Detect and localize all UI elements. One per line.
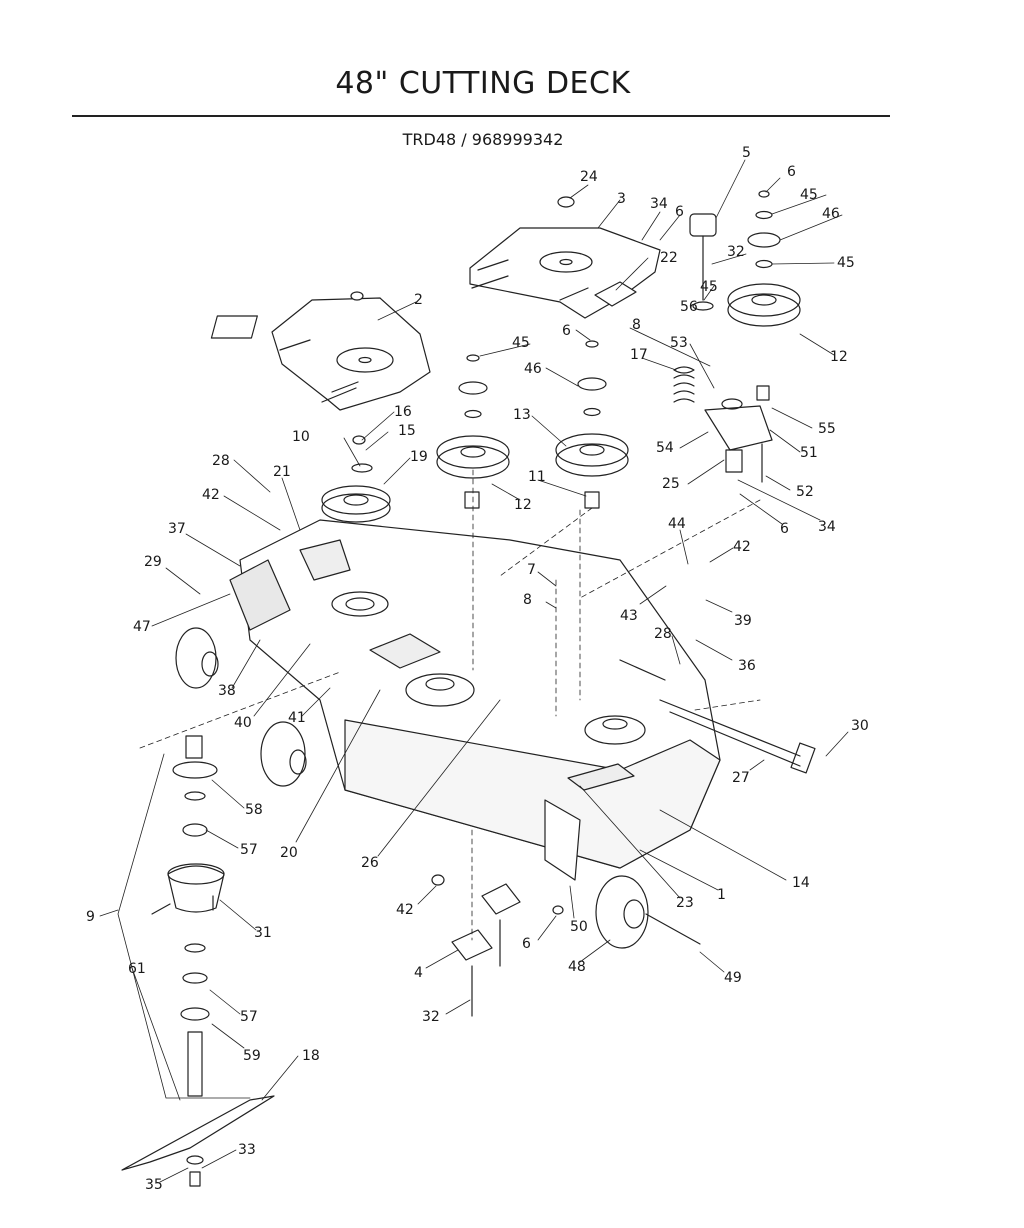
callout-10: 10 bbox=[292, 429, 310, 445]
callout-49: 49 bbox=[724, 970, 742, 986]
rear-wheel bbox=[595, 875, 701, 949]
front-wheel-mid bbox=[260, 721, 307, 787]
spindle-assembly bbox=[121, 735, 275, 1187]
alignment-lines bbox=[139, 469, 761, 941]
callout-6: 6 bbox=[675, 204, 684, 220]
callout-8: 8 bbox=[632, 317, 641, 333]
belt-cover-left bbox=[210, 291, 431, 411]
callout-48: 48 bbox=[568, 959, 586, 975]
belt-cover-right bbox=[469, 227, 661, 319]
callout-12: 12 bbox=[514, 497, 532, 513]
callout-35: 35 bbox=[145, 1177, 163, 1193]
callout-12: 12 bbox=[830, 349, 848, 365]
callout-32: 32 bbox=[727, 244, 745, 260]
callout-6: 6 bbox=[787, 164, 796, 180]
knob bbox=[557, 196, 575, 208]
callout-45: 45 bbox=[512, 335, 530, 351]
callout-17: 17 bbox=[630, 347, 648, 363]
callout-37: 37 bbox=[168, 521, 186, 537]
callout-44: 44 bbox=[668, 516, 686, 532]
callout-34: 34 bbox=[650, 196, 668, 212]
pulley-stack-center-right bbox=[555, 340, 629, 509]
callout-8: 8 bbox=[523, 592, 532, 608]
pulley-stack-center-left bbox=[436, 354, 510, 509]
callout-2: 2 bbox=[414, 292, 423, 308]
callout-32: 32 bbox=[422, 1009, 440, 1025]
callout-27: 27 bbox=[732, 770, 750, 786]
callout-11: 11 bbox=[528, 469, 546, 485]
callout-18: 18 bbox=[302, 1048, 320, 1064]
idler-assembly-right bbox=[673, 190, 801, 483]
pulley-left bbox=[321, 435, 391, 523]
model-number: TRD48 / 968999342 bbox=[402, 130, 564, 149]
callout-45: 45 bbox=[837, 255, 855, 271]
callout-50: 50 bbox=[570, 919, 588, 935]
callout-3: 3 bbox=[617, 191, 626, 207]
callout-26: 26 bbox=[361, 855, 379, 871]
callout-31: 31 bbox=[254, 925, 272, 941]
callout-29: 29 bbox=[144, 554, 162, 570]
callout-6: 6 bbox=[562, 323, 571, 339]
callout-30: 30 bbox=[851, 718, 869, 734]
callout-46: 46 bbox=[822, 206, 840, 222]
callout-43: 43 bbox=[620, 608, 638, 624]
callout-57: 57 bbox=[240, 1009, 258, 1025]
callout-42: 42 bbox=[396, 902, 414, 918]
title-divider bbox=[72, 115, 890, 117]
callout-22: 22 bbox=[660, 250, 678, 266]
callout-7: 7 bbox=[527, 562, 536, 578]
callout-34: 34 bbox=[818, 519, 836, 535]
callout-54: 54 bbox=[656, 440, 674, 456]
callout-45: 45 bbox=[700, 279, 718, 295]
callout-58: 58 bbox=[245, 802, 263, 818]
callout-59: 59 bbox=[243, 1048, 261, 1064]
callout-56: 56 bbox=[680, 299, 698, 315]
callout-15: 15 bbox=[398, 423, 416, 439]
callout-55: 55 bbox=[818, 421, 836, 437]
callout-6: 6 bbox=[522, 936, 531, 952]
callout-19: 19 bbox=[410, 449, 428, 465]
callout-40: 40 bbox=[234, 715, 252, 731]
callout-33: 33 bbox=[238, 1142, 256, 1158]
callout-5: 5 bbox=[742, 145, 751, 161]
callout-53: 53 bbox=[670, 335, 688, 351]
callout-13: 13 bbox=[513, 407, 531, 423]
callout-4: 4 bbox=[414, 965, 423, 981]
callout-23: 23 bbox=[676, 895, 694, 911]
callout-42: 42 bbox=[202, 487, 220, 503]
page-title: 48" CUTTING DECK bbox=[335, 66, 631, 101]
callout-38: 38 bbox=[218, 683, 236, 699]
callout-21: 21 bbox=[273, 464, 291, 480]
callout-52: 52 bbox=[796, 484, 814, 500]
callout-16: 16 bbox=[394, 404, 412, 420]
callout-36: 36 bbox=[738, 658, 756, 674]
callout-9: 9 bbox=[86, 909, 95, 925]
callout-20: 20 bbox=[280, 845, 298, 861]
callout-28: 28 bbox=[654, 626, 672, 642]
callout-39: 39 bbox=[734, 613, 752, 629]
gauge-wheel-bracket bbox=[544, 799, 581, 881]
callout-42: 42 bbox=[733, 539, 751, 555]
baffle-plates bbox=[431, 874, 564, 1017]
callout-25: 25 bbox=[662, 476, 680, 492]
callout-61: 61 bbox=[128, 961, 146, 977]
callout-28: 28 bbox=[212, 453, 230, 469]
front-wheel-left bbox=[175, 627, 219, 689]
callout-24: 24 bbox=[580, 169, 598, 185]
callout-46: 46 bbox=[524, 361, 542, 377]
callout-45: 45 bbox=[800, 187, 818, 203]
callout-6: 6 bbox=[780, 521, 789, 537]
callout-1: 1 bbox=[717, 887, 726, 903]
callout-14: 14 bbox=[792, 875, 810, 891]
callout-57: 57 bbox=[240, 842, 258, 858]
leader-lines bbox=[99, 159, 849, 1183]
callout-51: 51 bbox=[800, 445, 818, 461]
callout-41: 41 bbox=[288, 710, 306, 726]
callout-47: 47 bbox=[133, 619, 151, 635]
deck-body bbox=[229, 519, 816, 869]
